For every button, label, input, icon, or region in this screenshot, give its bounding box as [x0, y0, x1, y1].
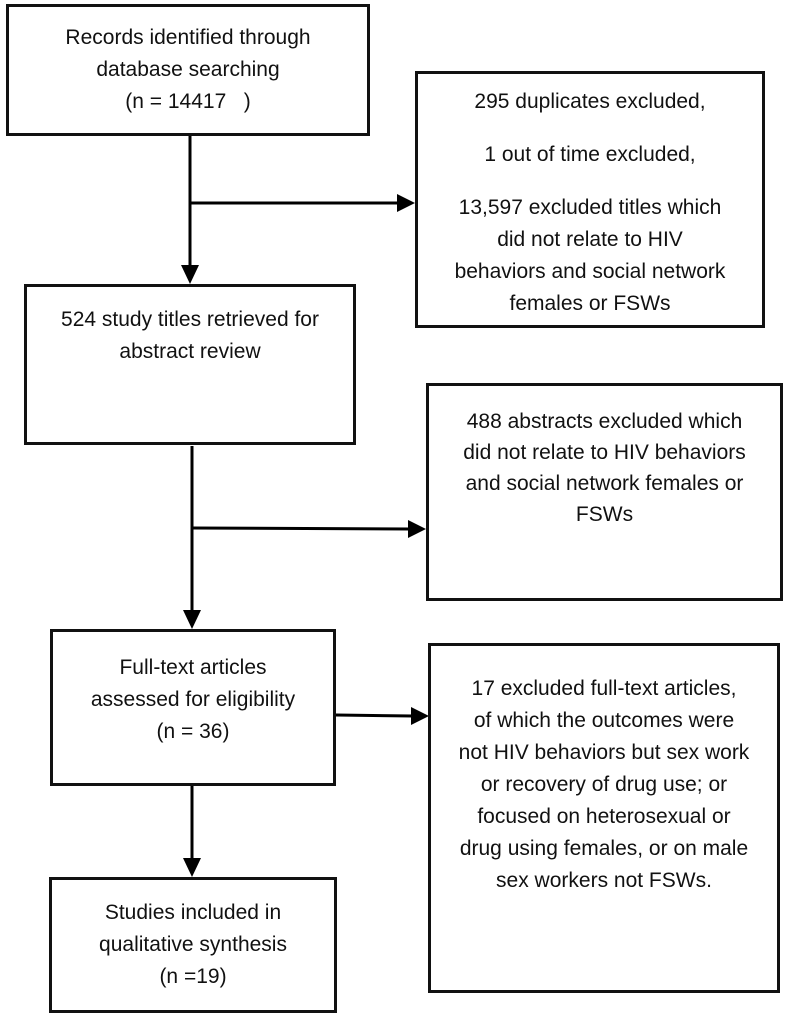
- abstracts-excluded-text: 488 abstracts excluded which did not rel…: [463, 410, 746, 526]
- arrow-branch-to-abstracts: [191, 520, 426, 538]
- box-abstracts-excluded: 488 abstracts excluded which did not rel…: [426, 383, 783, 601]
- arrow-fulltext-to-excluded: [335, 707, 429, 725]
- titles-retrieved-text: 524 study titles retrieved for abstract …: [61, 308, 319, 363]
- box-studies-included: Studies included in qualitative synthesi…: [49, 877, 337, 1013]
- arrow-fulltext-to-included: [183, 786, 201, 877]
- box-titles-retrieved: 524 study titles retrieved for abstract …: [24, 284, 356, 445]
- arrow-titles-to-fulltext: [183, 446, 201, 629]
- fulltext-excluded-text: 17 excluded full-text articles, of which…: [458, 677, 750, 892]
- fulltext-assessed-text: Full-text articles assessed for eligibil…: [90, 655, 296, 743]
- box-fulltext-excluded: 17 excluded full-text articles, of which…: [428, 643, 780, 993]
- records-identified-text: Records identified through database sear…: [65, 26, 311, 113]
- arrow-records-to-titles: [181, 136, 199, 284]
- box-duplicates-excluded: 295 duplicates excluded, 1 out of time e…: [415, 71, 765, 328]
- duplicates-excluded-line-3: 13,597 excluded titles which did not rel…: [454, 196, 726, 315]
- duplicates-excluded-line-2: 1 out of time excluded,: [484, 143, 696, 166]
- box-fulltext-assessed: Full-text articles assessed for eligibil…: [50, 629, 336, 786]
- arrow-branch-to-duplicates: [190, 194, 415, 212]
- box-records-identified: Records identified through database sear…: [6, 4, 370, 136]
- duplicates-excluded-line-1: 295 duplicates excluded,: [474, 90, 706, 113]
- studies-included-text: Studies included in qualitative synthesi…: [99, 901, 287, 988]
